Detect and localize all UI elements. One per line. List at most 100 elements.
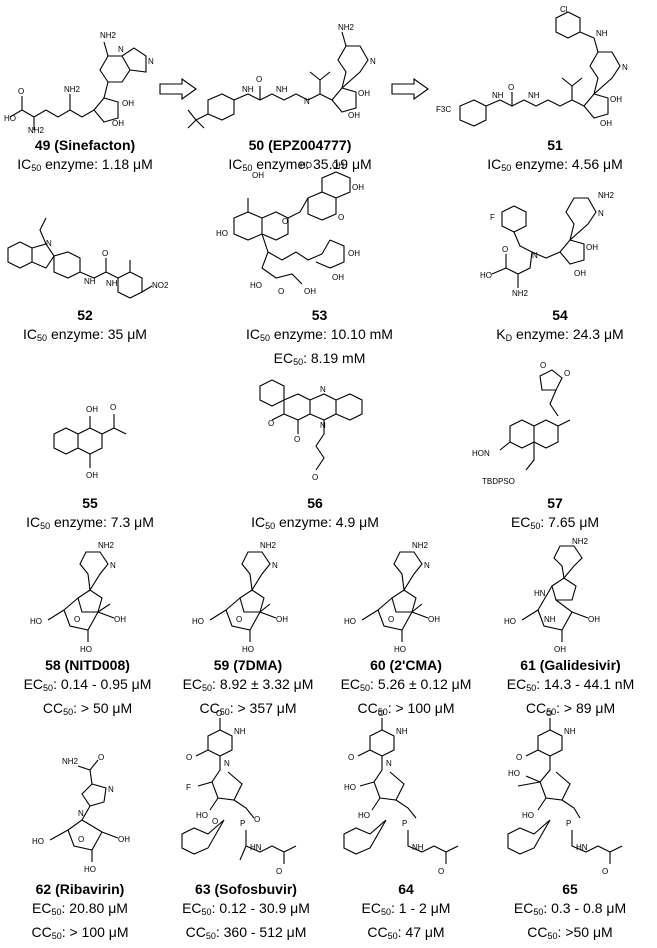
svg-text:O: O	[236, 615, 242, 624]
svg-text:O: O	[254, 815, 260, 824]
compound-label: 49 (Sinefacton)	[34, 137, 136, 153]
activity-line: IC50 enzyme: 4.56 μM	[487, 156, 623, 173]
svg-text:NH2: NH2	[412, 541, 429, 550]
svg-text:HN: HN	[576, 843, 588, 852]
structure-56: O O N N O	[240, 368, 390, 486]
structure-52: N NH O NH NO2	[0, 208, 175, 304]
activity-line: EC50: 5.26 ± 0.12 μM	[340, 676, 472, 693]
svg-text:O: O	[216, 709, 222, 718]
compound-60-caption: 60 (2'CMA) EC50: 5.26 ± 0.12 μM CC50: > …	[326, 656, 486, 722]
svg-text:OH: OH	[348, 249, 360, 258]
compound-label: 50 (EPZ004777)	[248, 137, 352, 153]
svg-text:N: N	[424, 561, 430, 570]
svg-text:N: N	[370, 57, 376, 66]
svg-text:P: P	[566, 819, 571, 828]
svg-text:HN: HN	[534, 589, 546, 598]
svg-text:OH: OH	[252, 171, 264, 180]
svg-text:OH: OH	[332, 273, 344, 282]
svg-text:O: O	[102, 249, 108, 258]
svg-text:OH: OH	[332, 161, 344, 170]
svg-text:O: O	[78, 835, 84, 844]
compound-label: 53	[311, 307, 328, 323]
structure-62: NH2 O N N O HO HO OH	[20, 752, 150, 874]
svg-text:NH: NH	[84, 277, 96, 286]
svg-text:OH: OH	[122, 99, 134, 108]
svg-text:O: O	[502, 245, 508, 254]
svg-text:NH: NH	[596, 29, 608, 38]
structure-53: OH HO OH HO OH O O HO O OH OH OH	[212, 160, 427, 308]
compound-56-caption: 56 IC50 enzyme: 4.9 μM	[220, 494, 410, 536]
activity-line: IC50 enzyme: 4.9 μM	[251, 514, 379, 531]
compound-label: 64	[398, 881, 414, 897]
activity-line: CC50: 47 μM	[367, 924, 445, 941]
svg-text:HO: HO	[216, 229, 228, 238]
svg-text:HO: HO	[344, 783, 356, 792]
activity-line: EC50: 0.14 - 0.95 μM	[23, 676, 152, 693]
svg-text:F3C: F3C	[436, 105, 451, 114]
svg-text:N: N	[304, 97, 310, 106]
activity-line: IC50 enzyme: 10.10 mM	[246, 326, 393, 343]
svg-text:O: O	[508, 83, 514, 92]
compound-label: 65	[562, 881, 578, 897]
svg-text:N: N	[108, 785, 114, 794]
compound-label: 62 (Ribavirin)	[35, 881, 125, 897]
compound-label: 63 (Sofosbuvir)	[195, 881, 297, 897]
svg-text:HO: HO	[192, 617, 204, 626]
compound-61-caption: 61 (Galidesivir) EC50: 14.3 - 44.1 nM CC…	[488, 656, 653, 722]
svg-text:NH2: NH2	[512, 289, 529, 298]
activity-line: EC50: 8.19 mM	[273, 350, 366, 367]
svg-text:NH: NH	[544, 615, 556, 624]
svg-text:OH: OH	[352, 183, 364, 192]
svg-text:N: N	[622, 63, 628, 72]
svg-text:O: O	[212, 817, 218, 826]
svg-text:HO: HO	[480, 271, 492, 280]
svg-text:HO: HO	[32, 837, 44, 846]
compound-label: 51	[547, 137, 563, 153]
activity-line: IC50 enzyme: 1.18 μM	[17, 156, 153, 173]
activity-line: IC50 enzyme: 35.19 μM	[228, 156, 372, 173]
compound-label: 55	[82, 495, 98, 511]
svg-text:NH2: NH2	[64, 85, 81, 94]
svg-text:HO: HO	[84, 865, 96, 874]
arrow-icon-2	[390, 78, 430, 100]
structure-64: O NH O N HO HO P NH O	[330, 706, 480, 876]
svg-text:OH: OH	[118, 835, 130, 844]
activity-line: CC50: > 100 μM	[357, 700, 455, 717]
svg-text:NH: NH	[492, 91, 504, 100]
svg-text:O: O	[546, 709, 552, 718]
svg-text:NH: NH	[234, 727, 246, 736]
svg-text:OH: OH	[86, 405, 98, 414]
svg-text:OH: OH	[586, 243, 598, 252]
svg-text:O: O	[276, 867, 282, 876]
structure-49: HO O NH2 NH2 OH OH NH2 N N	[0, 22, 170, 134]
compound-label: 61 (Galidesivir)	[520, 657, 621, 673]
svg-text:OH: OH	[276, 615, 288, 624]
svg-text:O: O	[110, 403, 116, 412]
compound-53-caption: 53 IC50 enzyme: 10.10 mM EC50: 8.19 mM	[212, 306, 427, 372]
structure-54: F HO O NH2 N OH OH NH2 N	[480, 190, 650, 300]
svg-text:TBDPSO: TBDPSO	[482, 477, 515, 486]
svg-text:O: O	[564, 369, 570, 378]
svg-text:N: N	[78, 809, 84, 818]
structure-58: NH2 N O HO HO OH	[18, 538, 158, 654]
structure-55: OH O OH	[40, 398, 140, 488]
structure-61: NH2 HN NH HO OH OH	[492, 538, 632, 654]
svg-text:HO: HO	[344, 617, 356, 626]
activity-line: CC50: 360 - 512 μM	[185, 924, 307, 941]
svg-text:NH: NH	[106, 279, 118, 288]
svg-text:O: O	[602, 867, 608, 876]
svg-text:P: P	[240, 819, 245, 828]
svg-text:O: O	[338, 213, 344, 222]
svg-text:NH: NH	[396, 727, 408, 736]
svg-text:O: O	[438, 867, 444, 876]
svg-text:NH2: NH2	[100, 31, 117, 40]
compound-49-caption: 49 (Sinefacton) IC50 enzyme: 1.18 μM	[0, 136, 170, 178]
svg-text:OH: OH	[600, 119, 612, 128]
structure-51: F3C NH O NH OH OH NH Cl N	[430, 2, 655, 134]
structure-60: NH2 N O HO HO OH	[332, 538, 462, 654]
svg-text:NH2: NH2	[28, 126, 45, 134]
compound-label: 60 (2'CMA)	[370, 657, 442, 673]
compound-52-caption: 52 IC50 enzyme: 35 μM	[0, 306, 170, 348]
arrow-icon-1	[158, 78, 198, 100]
activity-line: CC50: > 357 μM	[199, 700, 297, 717]
